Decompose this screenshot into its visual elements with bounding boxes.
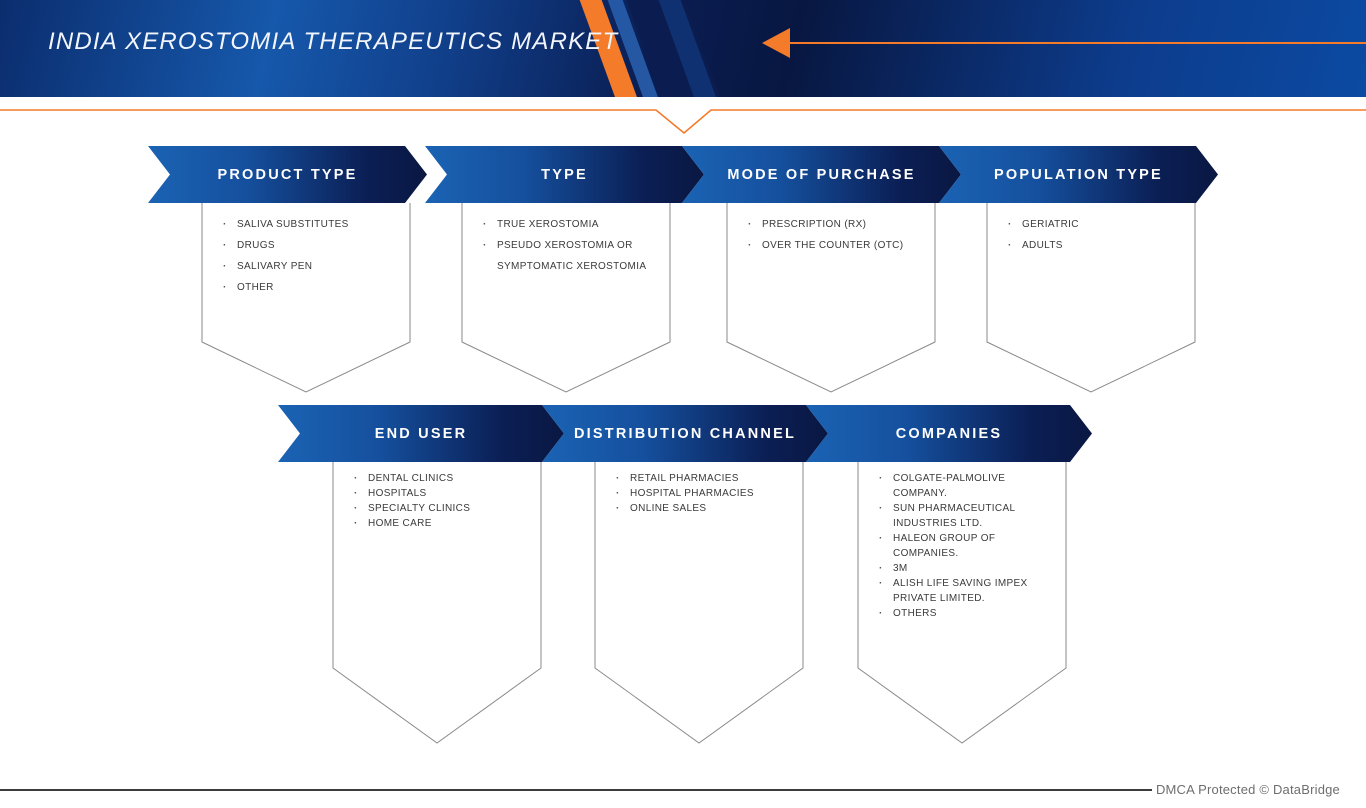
divider-rule (0, 109, 1366, 135)
list-item: PSEUDO XEROSTOMIA OR SYMPTOMATIC XEROSTO… (482, 235, 656, 277)
segment-label-mode-of-purchase: MODE OF PURCHASE (727, 166, 916, 183)
list-item: RETAIL PHARMACIES (615, 471, 789, 486)
footer-rule (0, 789, 1152, 791)
list-item: TRUE XEROSTOMIA (482, 214, 656, 235)
segment-header-end-user: END USER (278, 405, 564, 462)
segment-header-type: TYPE (425, 146, 704, 203)
list-item: HOSPITALS (353, 486, 527, 501)
segment-list-companies: COLGATE-PALMOLIVE COMPANY.SUN PHARMACEUT… (878, 471, 1052, 621)
segment-label-companies: COMPANIES (895, 425, 1003, 442)
list-item: OVER THE COUNTER (OTC) (747, 235, 921, 256)
segment-label-product-type: PRODUCT TYPE (217, 166, 358, 183)
segment-header-distribution-channel: DISTRIBUTION CHANNEL (542, 405, 828, 462)
segment-list-type: TRUE XEROSTOMIAPSEUDO XEROSTOMIA OR SYMP… (482, 214, 656, 277)
segment-panel-end-user (332, 462, 542, 744)
segment-panel-distribution-channel (594, 462, 804, 744)
segment-header-population-type: POPULATION TYPE (939, 146, 1218, 203)
segment-list-mode-of-purchase: PRESCRIPTION (RX)OVER THE COUNTER (OTC) (747, 214, 921, 256)
list-item: SALIVARY PEN (222, 256, 396, 277)
list-item: DENTAL CLINICS (353, 471, 527, 486)
segment-list-population-type: GERIATRICADULTS (1007, 214, 1181, 256)
list-item: OTHERS (878, 606, 1052, 621)
list-item: ALISH LIFE SAVING IMPEX PRIVATE LIMITED. (878, 576, 1052, 606)
list-item: DRUGS (222, 235, 396, 256)
segment-label-end-user: END USER (374, 425, 468, 442)
segment-header-mode-of-purchase: MODE OF PURCHASE (682, 146, 961, 203)
list-item: SALIVA SUBSTITUTES (222, 214, 396, 235)
segment-header-companies: COMPANIES (806, 405, 1092, 462)
list-item: ONLINE SALES (615, 501, 789, 516)
list-item: HOME CARE (353, 516, 527, 531)
segment-label-type: TYPE (541, 166, 588, 183)
segment-list-end-user: DENTAL CLINICSHOSPITALSSPECIALTY CLINICS… (353, 471, 527, 531)
page-title: INDIA XEROSTOMIA THERAPEUTICS MARKET (48, 28, 619, 55)
list-item: 3M (878, 561, 1052, 576)
list-item: HOSPITAL PHARMACIES (615, 486, 789, 501)
title-banner: INDIA XEROSTOMIA THERAPEUTICS MARKET (0, 0, 1366, 97)
left-arrow-icon (762, 28, 790, 58)
list-item: GERIATRIC (1007, 214, 1181, 235)
list-item: SPECIALTY CLINICS (353, 501, 527, 516)
dmca-watermark: DMCA Protected © DataBridge (1155, 782, 1340, 797)
list-item: HALEON GROUP OF COMPANIES. (878, 531, 1052, 561)
list-item: OTHER (222, 277, 396, 298)
segment-header-product-type: PRODUCT TYPE (148, 146, 427, 203)
segment-label-distribution-channel: DISTRIBUTION CHANNEL (573, 425, 797, 442)
list-item: ADULTS (1007, 235, 1181, 256)
segment-label-population-type: POPULATION TYPE (994, 166, 1163, 183)
segment-list-product-type: SALIVA SUBSTITUTESDRUGSSALIVARY PENOTHER (222, 214, 396, 298)
list-item: SUN PHARMACEUTICAL INDUSTRIES LTD. (878, 501, 1052, 531)
list-item: COLGATE-PALMOLIVE COMPANY. (878, 471, 1052, 501)
segment-list-distribution-channel: RETAIL PHARMACIESHOSPITAL PHARMACIESONLI… (615, 471, 789, 516)
list-item: PRESCRIPTION (RX) (747, 214, 921, 235)
banner-arrow-line (790, 42, 1366, 44)
